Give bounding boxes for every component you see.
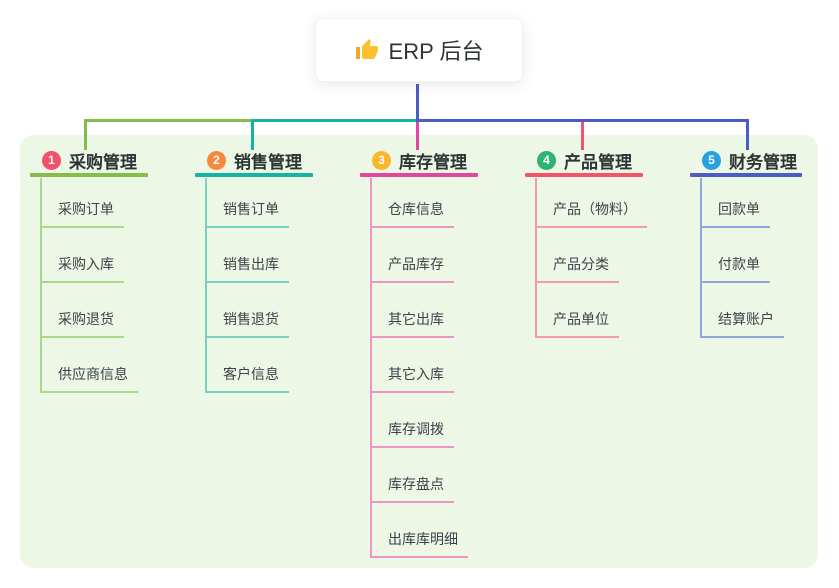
child-node[interactable]: 出库库明细 [370,529,468,558]
child-node-row: 供应商信息 [40,338,138,393]
child-node[interactable]: 回款单 [700,199,770,228]
child-node-row: 付款单 [700,228,784,283]
child-node[interactable]: 仓库信息 [370,199,454,228]
child-node-row: 回款单 [700,173,784,228]
branch-children: 仓库信息 产品库存 其它出库 其它入库 库存调拨 库存盘点 出库库明细 [370,173,468,558]
branch-title-inventory[interactable]: 3 库存管理 [360,147,478,173]
child-node-row: 库存调拨 [370,393,468,448]
branch-title-sales[interactable]: 2 销售管理 [195,147,313,173]
branch-children: 采购订单 采购入库 采购退货 供应商信息 [40,173,138,393]
connector-horizontal-blue [416,119,749,122]
child-node[interactable]: 客户信息 [205,364,289,393]
child-node[interactable]: 其它入库 [370,364,454,393]
child-node-row: 采购订单 [40,173,138,228]
branch-label: 采购管理 [69,152,137,172]
connector-root-vertical [416,84,419,121]
connector-horizontal-teal [251,119,418,122]
child-node-row: 产品分类 [535,228,647,283]
branch-label: 产品管理 [564,152,632,172]
child-node[interactable]: 采购入库 [40,254,124,283]
branch-children: 产品（物料） 产品分类 产品单位 [535,173,647,338]
root-node[interactable]: ERP 后台 [315,18,523,82]
branch-label: 财务管理 [729,152,797,172]
child-node[interactable]: 销售订单 [205,199,289,228]
branch-sales: 2 销售管理 销售订单 销售出库 销售退货 客户信息 [195,147,313,393]
branch-badge: 3 [372,150,391,170]
child-node[interactable]: 供应商信息 [40,364,138,393]
child-node-row: 产品（物料） [535,173,647,228]
branch-title-purchase[interactable]: 1 采购管理 [30,147,148,173]
connector-drop-branch-2 [251,122,254,150]
child-node-row: 产品单位 [535,283,647,338]
child-node[interactable]: 产品单位 [535,309,619,338]
root-label: ERP 后台 [388,39,484,64]
child-node[interactable]: 产品库存 [370,254,454,283]
child-node-row: 出库库明细 [370,503,468,558]
child-node-row: 销售订单 [205,173,289,228]
child-node-row: 其它入库 [370,338,468,393]
child-node[interactable]: 销售出库 [205,254,289,283]
branch-underline [360,173,478,177]
branch-children: 回款单 付款单 结算账户 [700,173,784,338]
background-panel [20,135,818,568]
child-node-row: 库存盘点 [370,448,468,503]
child-node-row: 采购入库 [40,228,138,283]
child-node-row: 采购退货 [40,283,138,338]
thumbs-up-icon [355,38,379,62]
connector-horizontal-green [84,119,253,122]
child-node[interactable]: 其它出库 [370,309,454,338]
child-node-row: 结算账户 [700,283,784,338]
child-node-row: 销售出库 [205,228,289,283]
branch-badge: 5 [702,150,721,170]
branch-underline [690,173,802,177]
branch-label: 库存管理 [399,152,467,172]
child-node-row: 其它出库 [370,283,468,338]
branch-inventory: 3 库存管理 仓库信息 产品库存 其它出库 其它入库 库存调拨 库存盘点 出库库… [360,147,478,558]
child-node[interactable]: 付款单 [700,254,770,283]
child-node[interactable]: 库存盘点 [370,474,454,503]
child-node-row: 产品库存 [370,228,468,283]
branch-children: 销售订单 销售出库 销售退货 客户信息 [205,173,289,393]
connector-drop-branch-3 [416,122,419,150]
branch-title-finance[interactable]: 5 财务管理 [690,147,802,173]
child-node[interactable]: 库存调拨 [370,419,454,448]
branch-badge: 2 [207,150,226,170]
child-node[interactable]: 结算账户 [700,309,784,338]
connector-drop-branch-5 [746,119,749,150]
branch-underline [525,173,643,177]
branch-finance: 5 财务管理 回款单 付款单 结算账户 [690,147,802,338]
child-node-row: 仓库信息 [370,173,468,228]
branch-purchase: 1 采购管理 采购订单 采购入库 采购退货 供应商信息 [30,147,148,393]
branch-label: 销售管理 [234,152,302,172]
child-node[interactable]: 产品分类 [535,254,619,283]
child-node-row: 客户信息 [205,338,289,393]
branch-product: 4 产品管理 产品（物料） 产品分类 产品单位 [525,147,647,338]
child-node[interactable]: 产品（物料） [535,199,647,228]
branch-badge: 4 [537,150,556,170]
branch-badge: 1 [42,150,61,170]
child-node-row: 销售退货 [205,283,289,338]
child-node[interactable]: 采购订单 [40,199,124,228]
branch-underline [30,173,148,177]
child-node[interactable]: 销售退货 [205,309,289,338]
branch-title-product[interactable]: 4 产品管理 [525,147,643,173]
connector-drop-branch-1 [84,119,87,150]
connector-drop-branch-4 [581,122,584,150]
child-node[interactable]: 采购退货 [40,309,124,338]
branch-underline [195,173,313,177]
